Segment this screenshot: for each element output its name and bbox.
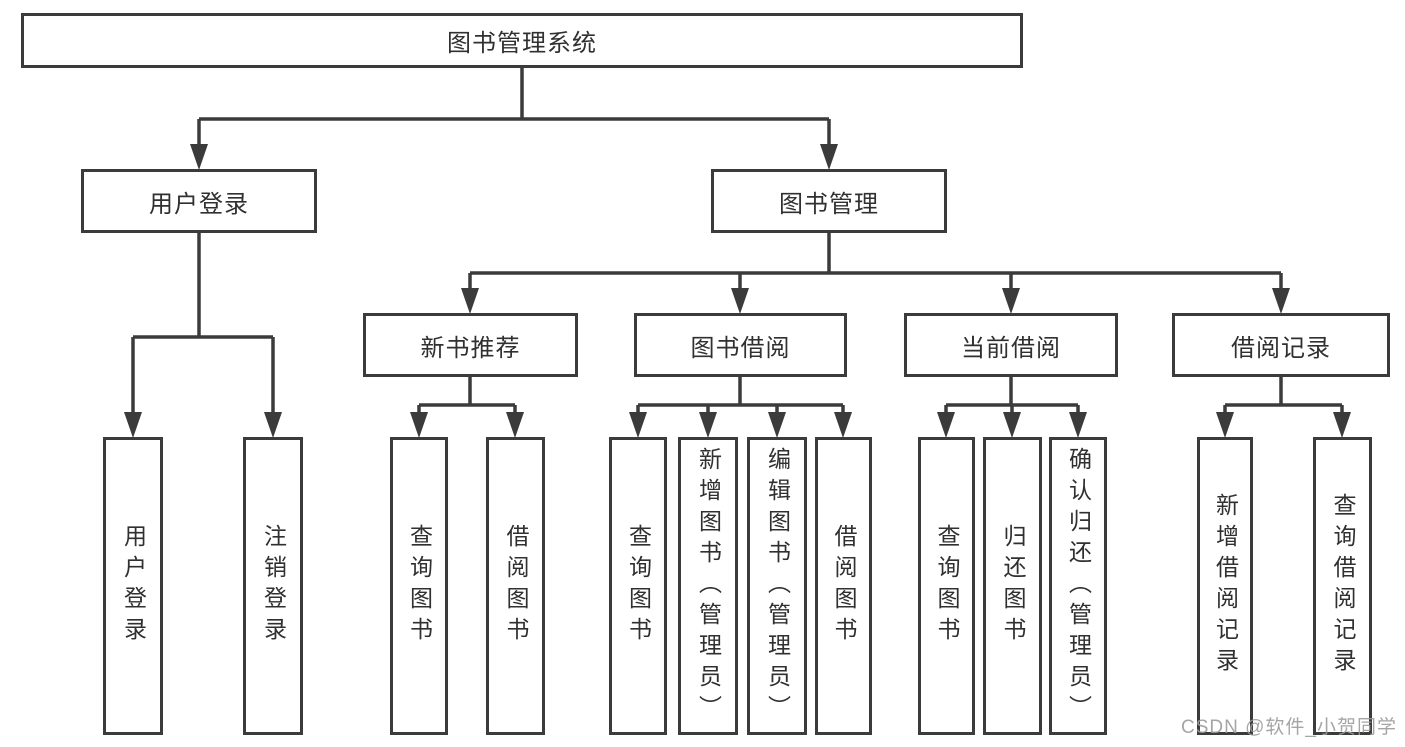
leaf-query-borrow-record-label: 查询借阅记录 bbox=[1330, 493, 1356, 679]
leaf-user-login: 用户登录 bbox=[103, 437, 163, 735]
node-root-label: 图书管理系统 bbox=[447, 30, 597, 57]
node-new-book-recommend-label: 新书推荐 bbox=[420, 334, 521, 362]
leaf-return-book-label: 归还图书 bbox=[1000, 524, 1026, 648]
leaf-confirm-return-admin-label: 确认归还（管理员） bbox=[1065, 446, 1092, 726]
leaf-query-books-recommend-label: 查询图书 bbox=[406, 524, 433, 648]
leaf-add-book-admin-label: 新增图书（管理员） bbox=[695, 446, 722, 726]
connector-lines bbox=[131, 68, 1344, 420]
node-book-management: 图书管理 bbox=[711, 169, 947, 233]
leaf-borrow-books-borrow-label: 借阅图书 bbox=[831, 524, 857, 648]
leaf-borrow-books-recommend: 借阅图书 bbox=[486, 437, 545, 735]
node-new-book-recommend: 新书推荐 bbox=[363, 313, 578, 377]
leaf-add-book-admin: 新增图书（管理员） bbox=[678, 437, 738, 735]
leaf-add-borrow-record: 新增借阅记录 bbox=[1197, 437, 1253, 735]
node-user-login-label: 用户登录 bbox=[149, 190, 249, 218]
watermark: CSDN @软件_小贺同学 bbox=[1181, 717, 1397, 738]
node-user-login: 用户登录 bbox=[81, 169, 317, 233]
leaf-confirm-return-admin: 确认归还（管理员） bbox=[1049, 437, 1107, 735]
node-book-borrow: 图书借阅 bbox=[634, 313, 847, 377]
connector-arrowheads bbox=[124, 144, 1351, 438]
node-book-management-label: 图书管理 bbox=[779, 190, 879, 218]
node-borrow-records: 借阅记录 bbox=[1172, 313, 1390, 377]
leaf-query-books-borrow: 查询图书 bbox=[609, 437, 667, 735]
leaf-borrow-books-recommend-label: 借阅图书 bbox=[503, 524, 529, 648]
leaf-query-books-current: 查询图书 bbox=[918, 437, 975, 735]
leaf-query-borrow-record: 查询借阅记录 bbox=[1313, 437, 1372, 735]
leaf-query-books-recommend: 查询图书 bbox=[390, 437, 448, 735]
leaf-logout: 注销登录 bbox=[243, 437, 303, 735]
node-borrow-records-label: 借阅记录 bbox=[1231, 334, 1331, 362]
leaf-return-book: 归还图书 bbox=[983, 437, 1042, 735]
leaf-add-borrow-record-label: 新增借阅记录 bbox=[1212, 493, 1239, 679]
leaf-query-books-current-label: 查询图书 bbox=[934, 524, 960, 648]
node-book-borrow-label: 图书借阅 bbox=[690, 334, 791, 362]
leaf-borrow-books-borrow: 借阅图书 bbox=[815, 437, 872, 735]
leaf-logout-label: 注销登录 bbox=[260, 524, 287, 648]
leaf-edit-book-admin-label: 编辑图书（管理员） bbox=[764, 446, 791, 726]
node-current-borrow: 当前借阅 bbox=[904, 313, 1118, 377]
leaf-user-login-label: 用户登录 bbox=[120, 524, 147, 648]
node-root: 图书管理系统 bbox=[21, 13, 1023, 68]
leaf-query-books-borrow-label: 查询图书 bbox=[625, 524, 652, 648]
node-current-borrow-label: 当前借阅 bbox=[961, 334, 1061, 362]
leaf-edit-book-admin: 编辑图书（管理员） bbox=[747, 437, 807, 735]
